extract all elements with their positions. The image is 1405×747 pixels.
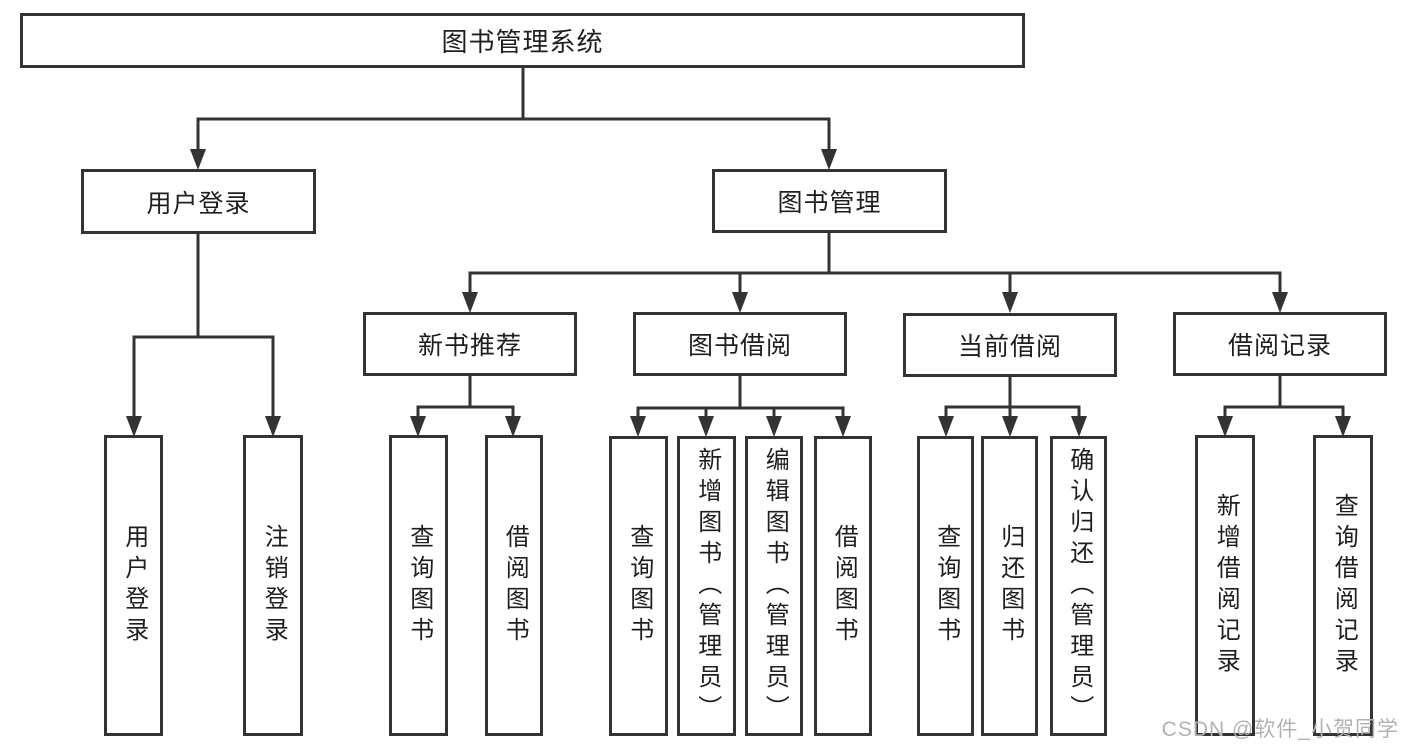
arrow-leaf-query-1 — [410, 416, 426, 437]
node-user-login: 用户登录 — [81, 169, 316, 234]
node-label: 编辑图书（管理员） — [761, 446, 789, 726]
node-borrowing-records: 借阅记录 — [1173, 312, 1387, 376]
node-label: 查询图书 — [625, 524, 653, 648]
arrow-leaf-borrow-2 — [835, 416, 851, 437]
arrow-user-login — [190, 149, 206, 170]
arrow-borrow-records — [1272, 292, 1288, 313]
arrow-leaf-borrow-1 — [505, 416, 521, 437]
arrow-leaf-query-record — [1335, 416, 1351, 437]
node-new-book-recommendation: 新书推荐 — [363, 312, 577, 376]
node-label: 确认归还（管理员） — [1065, 446, 1093, 726]
node-book-management: 图书管理 — [712, 169, 947, 233]
node-label: 图书管理 — [777, 189, 882, 217]
leaf-query-books-3: 查询图书 — [917, 436, 974, 736]
arrow-leaf-return-book — [1002, 416, 1018, 437]
leaf-borrow-books-2: 借阅图书 — [814, 436, 872, 736]
node-label: 查询图书 — [932, 524, 960, 648]
leaf-add-book-admin: 新增图书（管理员） — [677, 436, 736, 736]
arrow-leaf-confirm-return — [1071, 416, 1087, 437]
leaf-return-book: 归还图书 — [981, 436, 1038, 736]
node-label: 借阅记录 — [1227, 332, 1332, 360]
node-book-borrowing: 图书借阅 — [633, 312, 847, 376]
arrow-leaf-logout — [265, 416, 281, 437]
node-label: 用户登录 — [120, 523, 148, 648]
leaf-user-login: 用户登录 — [104, 435, 163, 736]
leaf-borrow-books-1: 借阅图书 — [485, 435, 543, 736]
node-label: 借阅图书 — [830, 524, 858, 648]
arrow-book-management — [821, 149, 837, 170]
leaf-logout: 注销登录 — [243, 435, 303, 736]
node-label: 当前借阅 — [957, 333, 1062, 361]
leaf-add-borrow-record: 新增借阅记录 — [1195, 435, 1255, 736]
leaf-query-books-1: 查询图书 — [389, 435, 448, 736]
arrow-leaf-add-book — [698, 416, 714, 437]
arrow-new-book — [462, 292, 478, 313]
leaf-query-borrow-record: 查询借阅记录 — [1313, 435, 1373, 736]
node-label: 查询图书 — [405, 523, 433, 648]
arrow-leaf-add-record — [1217, 416, 1233, 437]
node-label: 查询借阅记录 — [1330, 492, 1358, 679]
node-label: 图书借阅 — [687, 332, 792, 360]
node-label: 用户登录 — [146, 189, 251, 218]
node-library-management-system: 图书管理系统 — [20, 13, 1025, 68]
node-current-borrowing: 当前借阅 — [903, 313, 1117, 377]
arrow-leaf-query-3 — [938, 416, 954, 437]
leaf-query-books-2: 查询图书 — [609, 436, 668, 736]
arrow-leaf-edit-book — [766, 416, 782, 437]
watermark: CSDN @软件_小贺同学 — [1161, 718, 1399, 741]
node-label: 注销登录 — [260, 523, 288, 648]
node-label: 归还图书 — [996, 524, 1024, 648]
node-label: 新增图书（管理员） — [693, 446, 721, 726]
arrow-book-borrow — [732, 292, 748, 313]
arrow-current-borrow — [1002, 292, 1018, 313]
node-label: 新增借阅记录 — [1212, 492, 1240, 679]
leaf-edit-book-admin: 编辑图书（管理员） — [745, 436, 803, 736]
arrowheads — [126, 149, 1351, 437]
node-label: 借阅图书 — [501, 523, 529, 648]
node-label: 图书管理系统 — [441, 27, 604, 57]
arrow-leaf-query-2 — [630, 416, 646, 437]
node-label: 新书推荐 — [417, 332, 522, 360]
arrow-leaf-user-login — [126, 416, 142, 437]
leaf-confirm-return-admin: 确认归还（管理员） — [1050, 436, 1107, 736]
